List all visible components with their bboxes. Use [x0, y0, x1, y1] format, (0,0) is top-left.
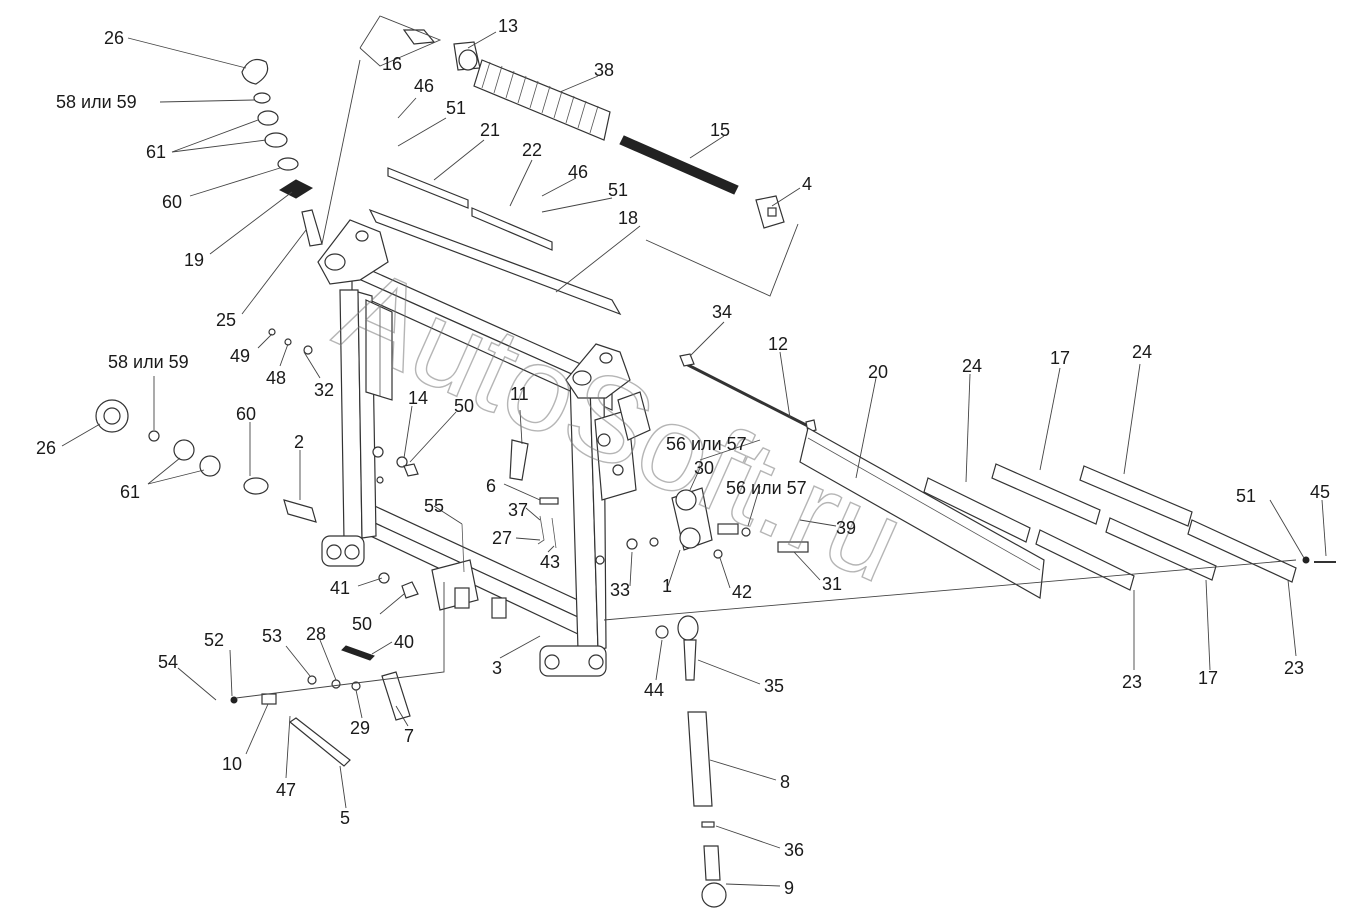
knife-set: [923, 463, 1336, 591]
callout-label: 4: [802, 174, 812, 194]
callout-label: 23: [1284, 658, 1304, 678]
callout-label: 61: [120, 482, 140, 502]
callout-label: 26: [36, 438, 56, 458]
blade-set-top: [368, 167, 622, 316]
callout-label: 58 или 59: [108, 352, 189, 372]
callout-label: 60: [162, 192, 182, 212]
callout-label: 10: [222, 754, 242, 774]
small-linkage-parts: [230, 328, 559, 767]
callout-label: 56 или 57: [666, 434, 747, 454]
pivot-arm-assembly: [626, 487, 809, 559]
callout-label: 18: [618, 208, 638, 228]
callout-label: 33: [610, 580, 630, 600]
callout-label: 51: [608, 180, 628, 200]
left-middle-fastener-stack: [95, 399, 317, 523]
callout-label: 7: [404, 726, 414, 746]
callout-label: 47: [276, 780, 296, 800]
callout-label: 16: [382, 54, 402, 74]
callout-label: 19: [184, 250, 204, 270]
callout-label: 13: [498, 16, 518, 36]
callout-label: 58 или 59: [56, 92, 137, 112]
callout-label: 12: [768, 334, 788, 354]
callout-labels: 26 58 или 59 61 60 19 25 13 16 38 46 51 …: [36, 16, 1330, 898]
callout-label: 15: [710, 120, 730, 140]
callout-label: 23: [1122, 672, 1142, 692]
callout-label: 22: [522, 140, 542, 160]
callout-label: 31: [822, 574, 842, 594]
callout-label: 48: [266, 368, 286, 388]
callout-label: 17: [1050, 348, 1070, 368]
callout-label: 25: [216, 310, 236, 330]
callout-label: 41: [330, 578, 350, 598]
callout-label: 43: [540, 552, 560, 572]
callout-label: 38: [594, 60, 614, 80]
callout-label: 30: [694, 458, 714, 478]
callout-label: 21: [480, 120, 500, 140]
frame-assembly: [317, 219, 651, 677]
callout-label: 29: [350, 718, 370, 738]
callout-label: 17: [1198, 668, 1218, 688]
spring-assembly: [402, 29, 785, 229]
callout-label: 27: [492, 528, 512, 548]
callout-label: 50: [454, 396, 474, 416]
callout-label: 40: [394, 632, 414, 652]
callout-label: 14: [408, 388, 428, 408]
callout-label: 44: [644, 680, 664, 700]
callout-label: 2: [294, 432, 304, 452]
callout-label: 50: [352, 614, 372, 634]
callout-label: 8: [780, 772, 790, 792]
callout-label: 26: [104, 28, 124, 48]
callout-label: 1: [662, 576, 672, 596]
callout-label: 3: [492, 658, 502, 678]
callout-label: 52: [204, 630, 224, 650]
callout-label: 35: [764, 676, 784, 696]
callout-label: 51: [446, 98, 466, 118]
callout-label: 45: [1310, 482, 1330, 502]
callout-label: 5: [340, 808, 350, 828]
tie-rod-12: [679, 353, 817, 433]
callout-label: 32: [314, 380, 334, 400]
callout-label: 49: [230, 346, 250, 366]
callout-label: 37: [508, 500, 528, 520]
callout-label: 55: [424, 496, 444, 516]
callout-label: 24: [1132, 342, 1152, 362]
leader-lines: [61, 15, 1327, 887]
callout-label: 9: [784, 878, 794, 898]
callout-label: 36: [784, 840, 804, 860]
callout-label: 51: [1236, 486, 1256, 506]
callout-label: 46: [414, 76, 434, 96]
cutting-bar-20: [799, 427, 1045, 599]
callout-label: 6: [486, 476, 496, 496]
callout-label: 39: [836, 518, 856, 538]
callout-label: 20: [868, 362, 888, 382]
callout-label: 61: [146, 142, 166, 162]
callout-label: 24: [962, 356, 982, 376]
callout-label: 11: [510, 384, 529, 404]
callout-label: 53: [262, 626, 282, 646]
turnbuckle-assembly: [655, 615, 727, 908]
callout-label: 42: [732, 582, 752, 602]
callout-label: 54: [158, 652, 178, 672]
callout-label: 60: [236, 404, 256, 424]
callout-label: 34: [712, 302, 732, 322]
callout-label: 46: [568, 162, 588, 182]
callout-label: 28: [306, 624, 326, 644]
callout-label: 56 или 57: [726, 478, 807, 498]
left-top-fastener-stack: [241, 59, 323, 247]
